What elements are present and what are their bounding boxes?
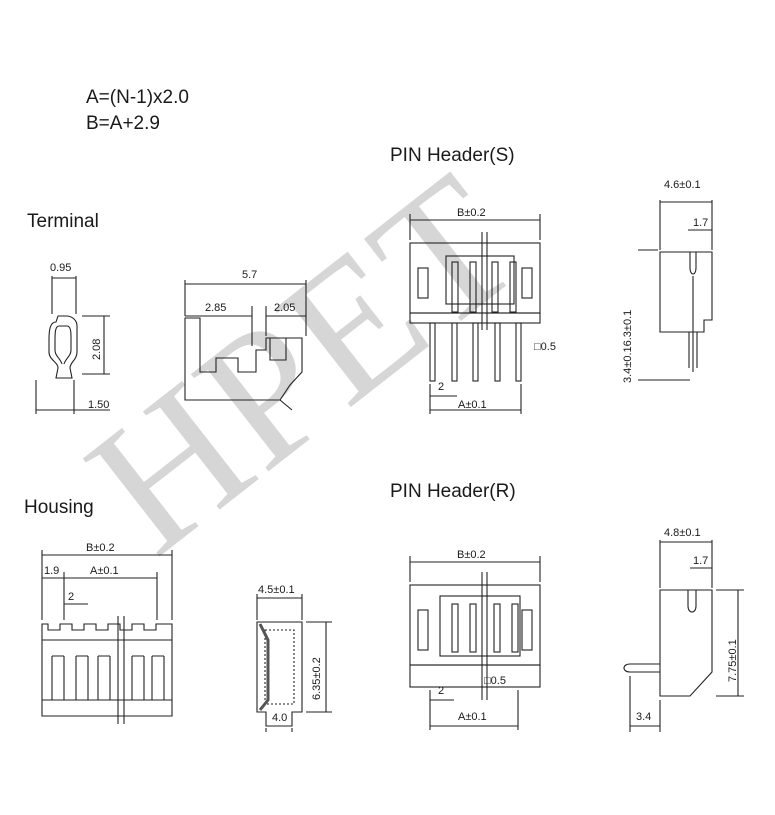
dim-phr-depth: 4.8±0.1 <box>664 527 701 539</box>
dim-terminal-height: 2.08 <box>91 338 103 360</box>
housing-front <box>41 550 173 724</box>
dim-housing-base: 4.0 <box>272 712 288 724</box>
section-title-housing: Housing <box>24 497 94 518</box>
dim-phs-height: 3.4±0.16.3±0.1 <box>622 309 634 383</box>
dim-phs-offset: 1.7 <box>693 217 709 229</box>
dim-phs-a: A±0.1 <box>458 399 487 411</box>
dim-phs-b: B±0.2 <box>457 207 486 219</box>
housing-side <box>256 594 332 732</box>
dim-terminal-part1: 2.85 <box>205 302 227 314</box>
dim-phs-pitch: 2 <box>438 381 445 393</box>
dim-terminal-length: 5.7 <box>242 269 258 281</box>
dim-phr-b: B±0.2 <box>457 549 486 561</box>
pin-header-s-side <box>638 200 713 381</box>
dim-housing-edge: 1.9 <box>44 565 60 577</box>
dim-phs-pin: □0.5 <box>534 341 556 353</box>
dim-terminal-part2: 2.05 <box>274 302 296 314</box>
dim-phr-pitch: 2 <box>438 685 445 697</box>
dim-terminal-width-top: 0.95 <box>50 262 72 274</box>
pin-header-r-side <box>623 540 744 732</box>
dim-phs-depth: 4.6±0.1 <box>664 179 701 191</box>
dim-phr-offset: 1.7 <box>693 555 709 567</box>
dim-housing-depth: 4.5±0.1 <box>258 584 295 596</box>
dim-phr-height: 7.75±0.1 <box>727 639 739 682</box>
section-title-terminal: Terminal <box>27 211 99 232</box>
pin-header-s-front <box>409 214 541 414</box>
section-title-pin-header-r: PIN Header(R) <box>390 481 516 502</box>
dim-phr-a: A±0.1 <box>458 711 487 723</box>
pin-header-r-front <box>409 556 541 730</box>
dim-terminal-width-bottom: 1.50 <box>88 399 110 411</box>
dim-housing-height: 6.35±0.2 <box>311 657 323 700</box>
dim-housing-pitch: 2 <box>68 591 75 603</box>
formula-a: A=(N-1)x2.0 <box>86 87 189 108</box>
dim-housing-a: A±0.1 <box>90 565 119 577</box>
dim-phr-tail: 3.4 <box>636 711 652 723</box>
terminal-top-view <box>184 280 307 411</box>
dim-phr-pin: □0.5 <box>484 675 506 687</box>
dim-housing-b: B±0.2 <box>86 542 115 554</box>
terminal-side-view <box>35 276 110 414</box>
section-title-pin-header-s: PIN Header(S) <box>390 145 515 166</box>
formula-b: B=A+2.9 <box>86 113 160 134</box>
